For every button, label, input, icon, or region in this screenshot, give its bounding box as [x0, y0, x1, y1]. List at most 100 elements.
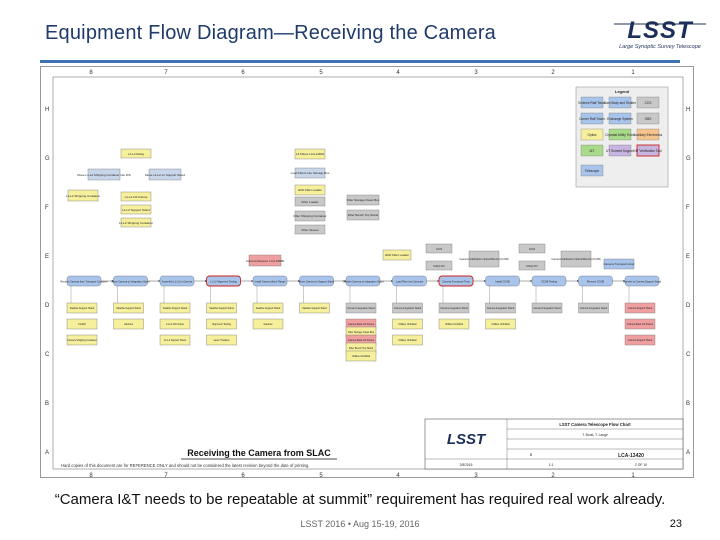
- box-relay: [120, 148, 152, 159]
- col-label: 2: [551, 473, 555, 479]
- box-label: Filter Gloves: [302, 228, 319, 232]
- row-label: A: [45, 450, 49, 456]
- legend-swatch: [636, 112, 660, 125]
- process-step-label: Install Camera Back Flange: [255, 280, 286, 283]
- equipment-box: [206, 334, 237, 346]
- flow-diagram: 8 7 6 5 4 3 2 1 8 7 6 5 4 3 2 1 H G F E …: [45, 70, 691, 479]
- legend-item: UT Summit Support: [606, 149, 634, 153]
- equipment-box: [113, 318, 144, 330]
- equipment-label: Utilities Umbilical: [491, 323, 510, 326]
- equipment-box: [206, 318, 237, 330]
- col-label: 5: [319, 70, 323, 76]
- equipment-box: [485, 318, 516, 330]
- doc-title: LSST Camera Telescope Flow Chart: [559, 422, 631, 427]
- row-label: F: [45, 205, 49, 211]
- equipment-label: Camera Back Lift Fixture: [627, 323, 654, 326]
- equipment-label: Utilities Umbilical: [398, 339, 417, 342]
- equipment-box: [299, 302, 330, 314]
- process-step-label: Move Camera to Integration Stand: [111, 280, 150, 283]
- box-move-support: [148, 168, 182, 181]
- box-ccs-2: [518, 243, 546, 254]
- box-support-stand: [120, 204, 152, 215]
- box-label: Load Filters into Storage Box: [291, 171, 330, 175]
- legend-title: Legend: [615, 89, 630, 94]
- box-camera-receive: [248, 254, 282, 267]
- process-step-label: Receive Camera from Transport Container: [60, 280, 107, 283]
- col-label: 7: [164, 70, 168, 76]
- legend-item: Auxiliary Electronics: [634, 133, 663, 137]
- column-labels-top: 8 7 6 5 4 3 2 1: [89, 70, 635, 76]
- equipment-label: Camera Integration Stand: [394, 307, 422, 310]
- equipment-box: [578, 302, 609, 314]
- box-filter-shipping: [294, 210, 326, 222]
- box-filter-gloves: [294, 224, 326, 235]
- legend-item: NT Verification Tool: [634, 149, 662, 153]
- box-label: HKD Filter Loader: [298, 188, 322, 192]
- col-label: 1: [631, 473, 635, 479]
- row-label: E: [45, 254, 49, 260]
- box-move-container: [87, 168, 121, 181]
- box-label: DAQ I/O: [526, 264, 538, 268]
- slide-title: Equipment Flow Diagram—Receiving the Cam…: [45, 22, 497, 44]
- legend-swatch: [608, 112, 632, 125]
- legend-swatch: [636, 96, 660, 109]
- equipment-label: Utilities Umbilical: [352, 355, 371, 358]
- equipment-label: Satellite Support Stand: [209, 307, 234, 310]
- equipment-box: [206, 302, 237, 314]
- equipment-label: Filter Bench Top Stand: [349, 347, 374, 350]
- equipment-label: Camera Integration Stand: [440, 307, 468, 310]
- box-load-filters: [294, 167, 326, 179]
- col-label: 4: [396, 70, 400, 76]
- logo-wordmark: LSST: [627, 17, 694, 44]
- slide-footer: LSST 2016 • Aug 15-19, 2016: [300, 519, 420, 529]
- diagram-title: Receiving the Camera from SLAC: [187, 448, 331, 458]
- equipment-label: Camera Shipping Container: [67, 339, 97, 342]
- col-label: 3: [474, 70, 478, 76]
- equipment-box: [438, 318, 470, 330]
- box-ccob: [468, 250, 500, 268]
- doc-sheet: 2 OF 10: [635, 463, 647, 467]
- legend-item: I&T: [590, 149, 595, 153]
- equipment-label: Satellite Support Stand: [256, 307, 281, 310]
- support-equipment: Satellite Support Stand Satellite Support…: [66, 302, 656, 362]
- col-label: 5: [319, 473, 323, 479]
- legend-item: Cam Body and Shutter: [604, 101, 637, 105]
- box-label: Camera Calibration Optical Bench (CCOB): [551, 257, 600, 261]
- box-label: HKD Filter Loader: [385, 253, 409, 257]
- col-label: 6: [241, 473, 245, 479]
- box-label: Filter Loader: [302, 200, 319, 204]
- box-label: Camera Receive LCA-16880: [246, 259, 285, 263]
- legend-item: Exchange System: [607, 117, 633, 121]
- box-label: CCS: [436, 247, 442, 251]
- equipment-box: [345, 302, 377, 314]
- equipment-label: Camera Integration Stand: [487, 307, 515, 310]
- equipment-label: Laser Trackers: [214, 339, 231, 342]
- legend: Legend Science Raft Tower Cam Body and S…: [575, 86, 669, 188]
- process-step-label: CCOB Testing: [541, 280, 557, 283]
- box-label: Filter Storage Clean Box: [347, 198, 380, 202]
- row-label: G: [45, 156, 50, 162]
- equipment-label: Gantries: [124, 323, 134, 326]
- row-label: F: [686, 205, 690, 211]
- row-label: B: [686, 401, 690, 407]
- equipment-box: [159, 318, 191, 330]
- title-rule: [40, 60, 680, 63]
- doc-authors: T. Bond, T. Lange: [582, 433, 608, 437]
- box-label: L1-L2 Shipping Container: [119, 221, 153, 225]
- box-daq: [425, 260, 453, 271]
- box-hkd-loader-2: [382, 249, 412, 261]
- row-label: H: [45, 107, 49, 113]
- process-step-label: Remove CCOB: [587, 280, 605, 283]
- legend-item: CCS: [645, 101, 652, 105]
- row-labels-left: H G F E D C B A: [45, 107, 50, 456]
- equipment-box: [392, 318, 423, 330]
- process-step-label: Install CCOB: [495, 280, 510, 283]
- legend-item: OBS: [645, 117, 652, 121]
- equipment-box: [66, 318, 98, 330]
- col-label: 4: [396, 473, 400, 479]
- col-label: 2: [551, 70, 555, 76]
- title-block: LSST LSST Camera Telescope Flow Chart T.…: [424, 418, 684, 470]
- equipment-label: Satellite Support Stand: [70, 307, 95, 310]
- row-label: G: [686, 156, 691, 162]
- title-block-logo: LSST: [447, 431, 487, 448]
